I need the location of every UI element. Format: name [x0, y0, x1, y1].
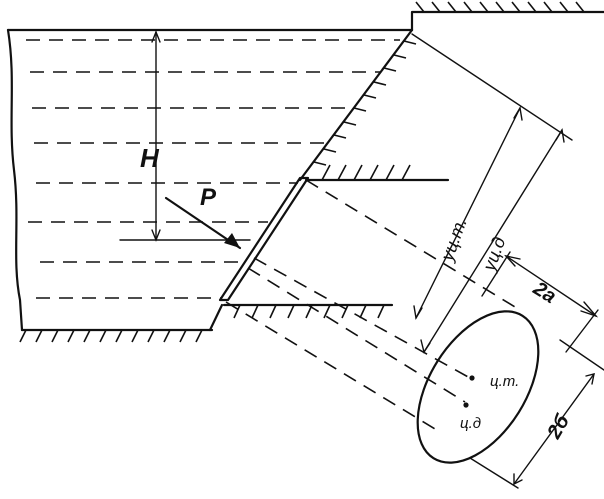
- center-of-pressure-point: [463, 402, 469, 408]
- force-arrowhead: [224, 233, 240, 248]
- y-cg-label: yц.т.: [436, 215, 471, 265]
- top-ground-line: [410, 10, 604, 32]
- ellipse-outline: [416, 310, 540, 464]
- cp-label: ц.д: [460, 415, 481, 432]
- gate: [218, 164, 450, 319]
- y-cp-label: yц.д: [478, 234, 509, 275]
- water-left-boundary: [6, 28, 24, 332]
- dim-2a-label: 2a: [529, 277, 560, 308]
- top-ground-hatching: [415, 1, 585, 13]
- center-of-gravity-point: [469, 375, 475, 381]
- projection-lines: [225, 179, 521, 433]
- depth-arrow-top: [151, 30, 161, 43]
- depth-label: H: [140, 143, 160, 173]
- inclined-wall: [19, 1, 604, 343]
- wall-hatching: [313, 40, 417, 166]
- depth-dimension: H: [119, 30, 251, 242]
- bottom-ground-hatching: [19, 329, 203, 343]
- force-arrow: P: [164, 184, 242, 250]
- water-body: [6, 28, 414, 332]
- upper-ledge-hatching: [321, 164, 411, 181]
- force-label: P: [200, 184, 217, 211]
- gate-plate: [218, 176, 310, 302]
- lower-ledge-hatching: [233, 304, 385, 319]
- wall-upper-surface: [298, 28, 414, 182]
- gate-ellipse: ц.т. ц.д: [416, 310, 540, 464]
- wall-lower-surface: [208, 303, 224, 332]
- water-dash-lines: [26, 39, 400, 299]
- cg-label: ц.т.: [490, 373, 519, 390]
